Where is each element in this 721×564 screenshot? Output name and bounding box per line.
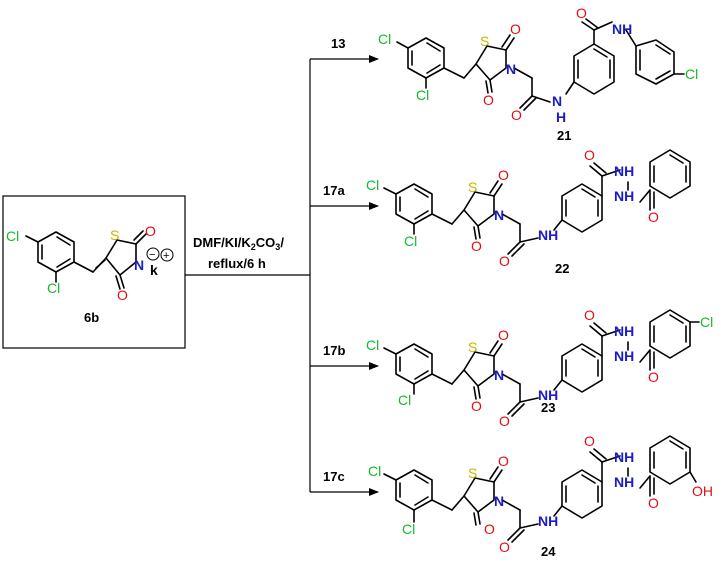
oxygen-atom: O	[648, 495, 659, 511]
chlorine-atom: Cl	[47, 280, 60, 296]
reagent-label-17a: 17a	[323, 183, 345, 198]
oxygen-atom: O	[498, 327, 509, 343]
reagent-label-17b: 17b	[323, 343, 345, 358]
amide-nh: NH	[538, 513, 558, 529]
benzene-ring	[37, 231, 75, 273]
hydrazide-nh: NH	[614, 163, 634, 179]
nitrogen-atom: N	[494, 367, 504, 383]
starting-material-label: 6b	[84, 310, 99, 325]
hydrogen-atom: H	[556, 109, 566, 125]
amide-nh: NH	[612, 21, 632, 37]
chlorine-atom: Cl	[378, 31, 391, 47]
hydroxyl-group: OH	[692, 483, 713, 499]
product-label-23: 23	[541, 400, 555, 415]
nitrogen-atom: N	[552, 93, 562, 109]
chlorine-atom: Cl	[402, 521, 415, 537]
negative-charge-circle	[146, 247, 160, 261]
reaction-conditions: DMF/KI/K2CO3/ reflux/6 h	[185, 59, 311, 492]
hydrazide-nh: NH	[614, 188, 634, 204]
oxygen-atom: O	[499, 413, 510, 429]
product-label-24: 24	[541, 544, 556, 559]
oxygen-atom: O	[117, 287, 128, 303]
product-24: Cl Cl S O N O O NH O NH NH O OH 24	[368, 433, 713, 559]
amide-nh: NH	[538, 387, 558, 403]
chlorine-atom: Cl	[368, 463, 381, 479]
oxygen-atom: O	[510, 21, 521, 37]
oxygen-atom: O	[648, 209, 659, 225]
chlorine-atom: Cl	[700, 314, 713, 330]
product-22: Cl Cl S O N O O NH O NH NH O 22	[366, 147, 691, 276]
reagent-label-13: 13	[331, 36, 345, 51]
chlorine-atom: Cl	[398, 392, 411, 408]
nitrogen-atom: N	[134, 257, 144, 273]
positive-charge-sign: +	[163, 250, 169, 262]
oxygen-atom: O	[584, 147, 595, 163]
condition-reagents: DMF/KI/K2CO3/	[193, 235, 284, 252]
negative-charge-sign: −	[149, 249, 155, 261]
nitrogen-atom: N	[494, 207, 504, 223]
chlorine-atom: Cl	[404, 233, 417, 249]
oxygen-atom: O	[471, 398, 482, 414]
oxygen-atom: O	[648, 369, 659, 385]
sulfur-atom: S	[468, 179, 477, 195]
chlorine-atom: Cl	[366, 177, 379, 193]
reactant-box	[2, 195, 186, 349]
amide-nh: NH	[538, 227, 558, 243]
oxygen-atom: O	[584, 307, 595, 323]
product-21: Cl Cl S O N O O N H O NH Cl 21	[378, 5, 698, 143]
hydrazide-nh: NH	[614, 348, 634, 364]
chlorine-atom: Cl	[685, 66, 698, 82]
hydrazide-nh: NH	[614, 474, 634, 490]
potassium-counterion: k	[150, 262, 158, 278]
hydrazide-nh: NH	[614, 323, 634, 339]
oxygen-atom: O	[498, 453, 509, 469]
oxygen-atom: O	[499, 253, 510, 269]
chlorine-atom: Cl	[416, 87, 429, 103]
oxygen-atom: O	[471, 238, 482, 254]
hydrazide-nh: NH	[614, 449, 634, 465]
condition-temperature-time: reflux/6 h	[208, 256, 266, 271]
oxygen-atom: O	[145, 223, 156, 239]
oxygen-atom: O	[499, 539, 510, 555]
product-label-21: 21	[557, 128, 571, 143]
sulfur-atom: S	[480, 33, 489, 49]
oxygen-atom: O	[498, 167, 509, 183]
nitrogen-atom: N	[506, 61, 516, 77]
positive-charge-circle	[160, 248, 174, 262]
nitrogen-atom: N	[494, 493, 504, 509]
chlorine-atom: Cl	[6, 228, 19, 244]
oxygen-atom: O	[483, 92, 494, 108]
starting-material-6b: Cl Cl S O N − k + O 6b	[2, 195, 186, 349]
sulfur-atom: S	[110, 227, 119, 243]
oxygen-atom: O	[511, 107, 522, 123]
oxygen-atom: O	[484, 521, 495, 537]
oxygen-atom: O	[576, 5, 587, 21]
chlorine-atom: Cl	[366, 337, 379, 353]
branch-arrows: 13 17a 17b 17c	[310, 36, 379, 496]
product-23: Cl Cl S O N O O NH O NH NH O Cl 23	[366, 307, 713, 429]
oxygen-atom: O	[584, 433, 595, 449]
reagent-label-17c: 17c	[323, 469, 345, 484]
product-label-22: 22	[555, 261, 569, 276]
sulfur-atom: S	[468, 339, 477, 355]
sulfur-atom: S	[468, 465, 477, 481]
